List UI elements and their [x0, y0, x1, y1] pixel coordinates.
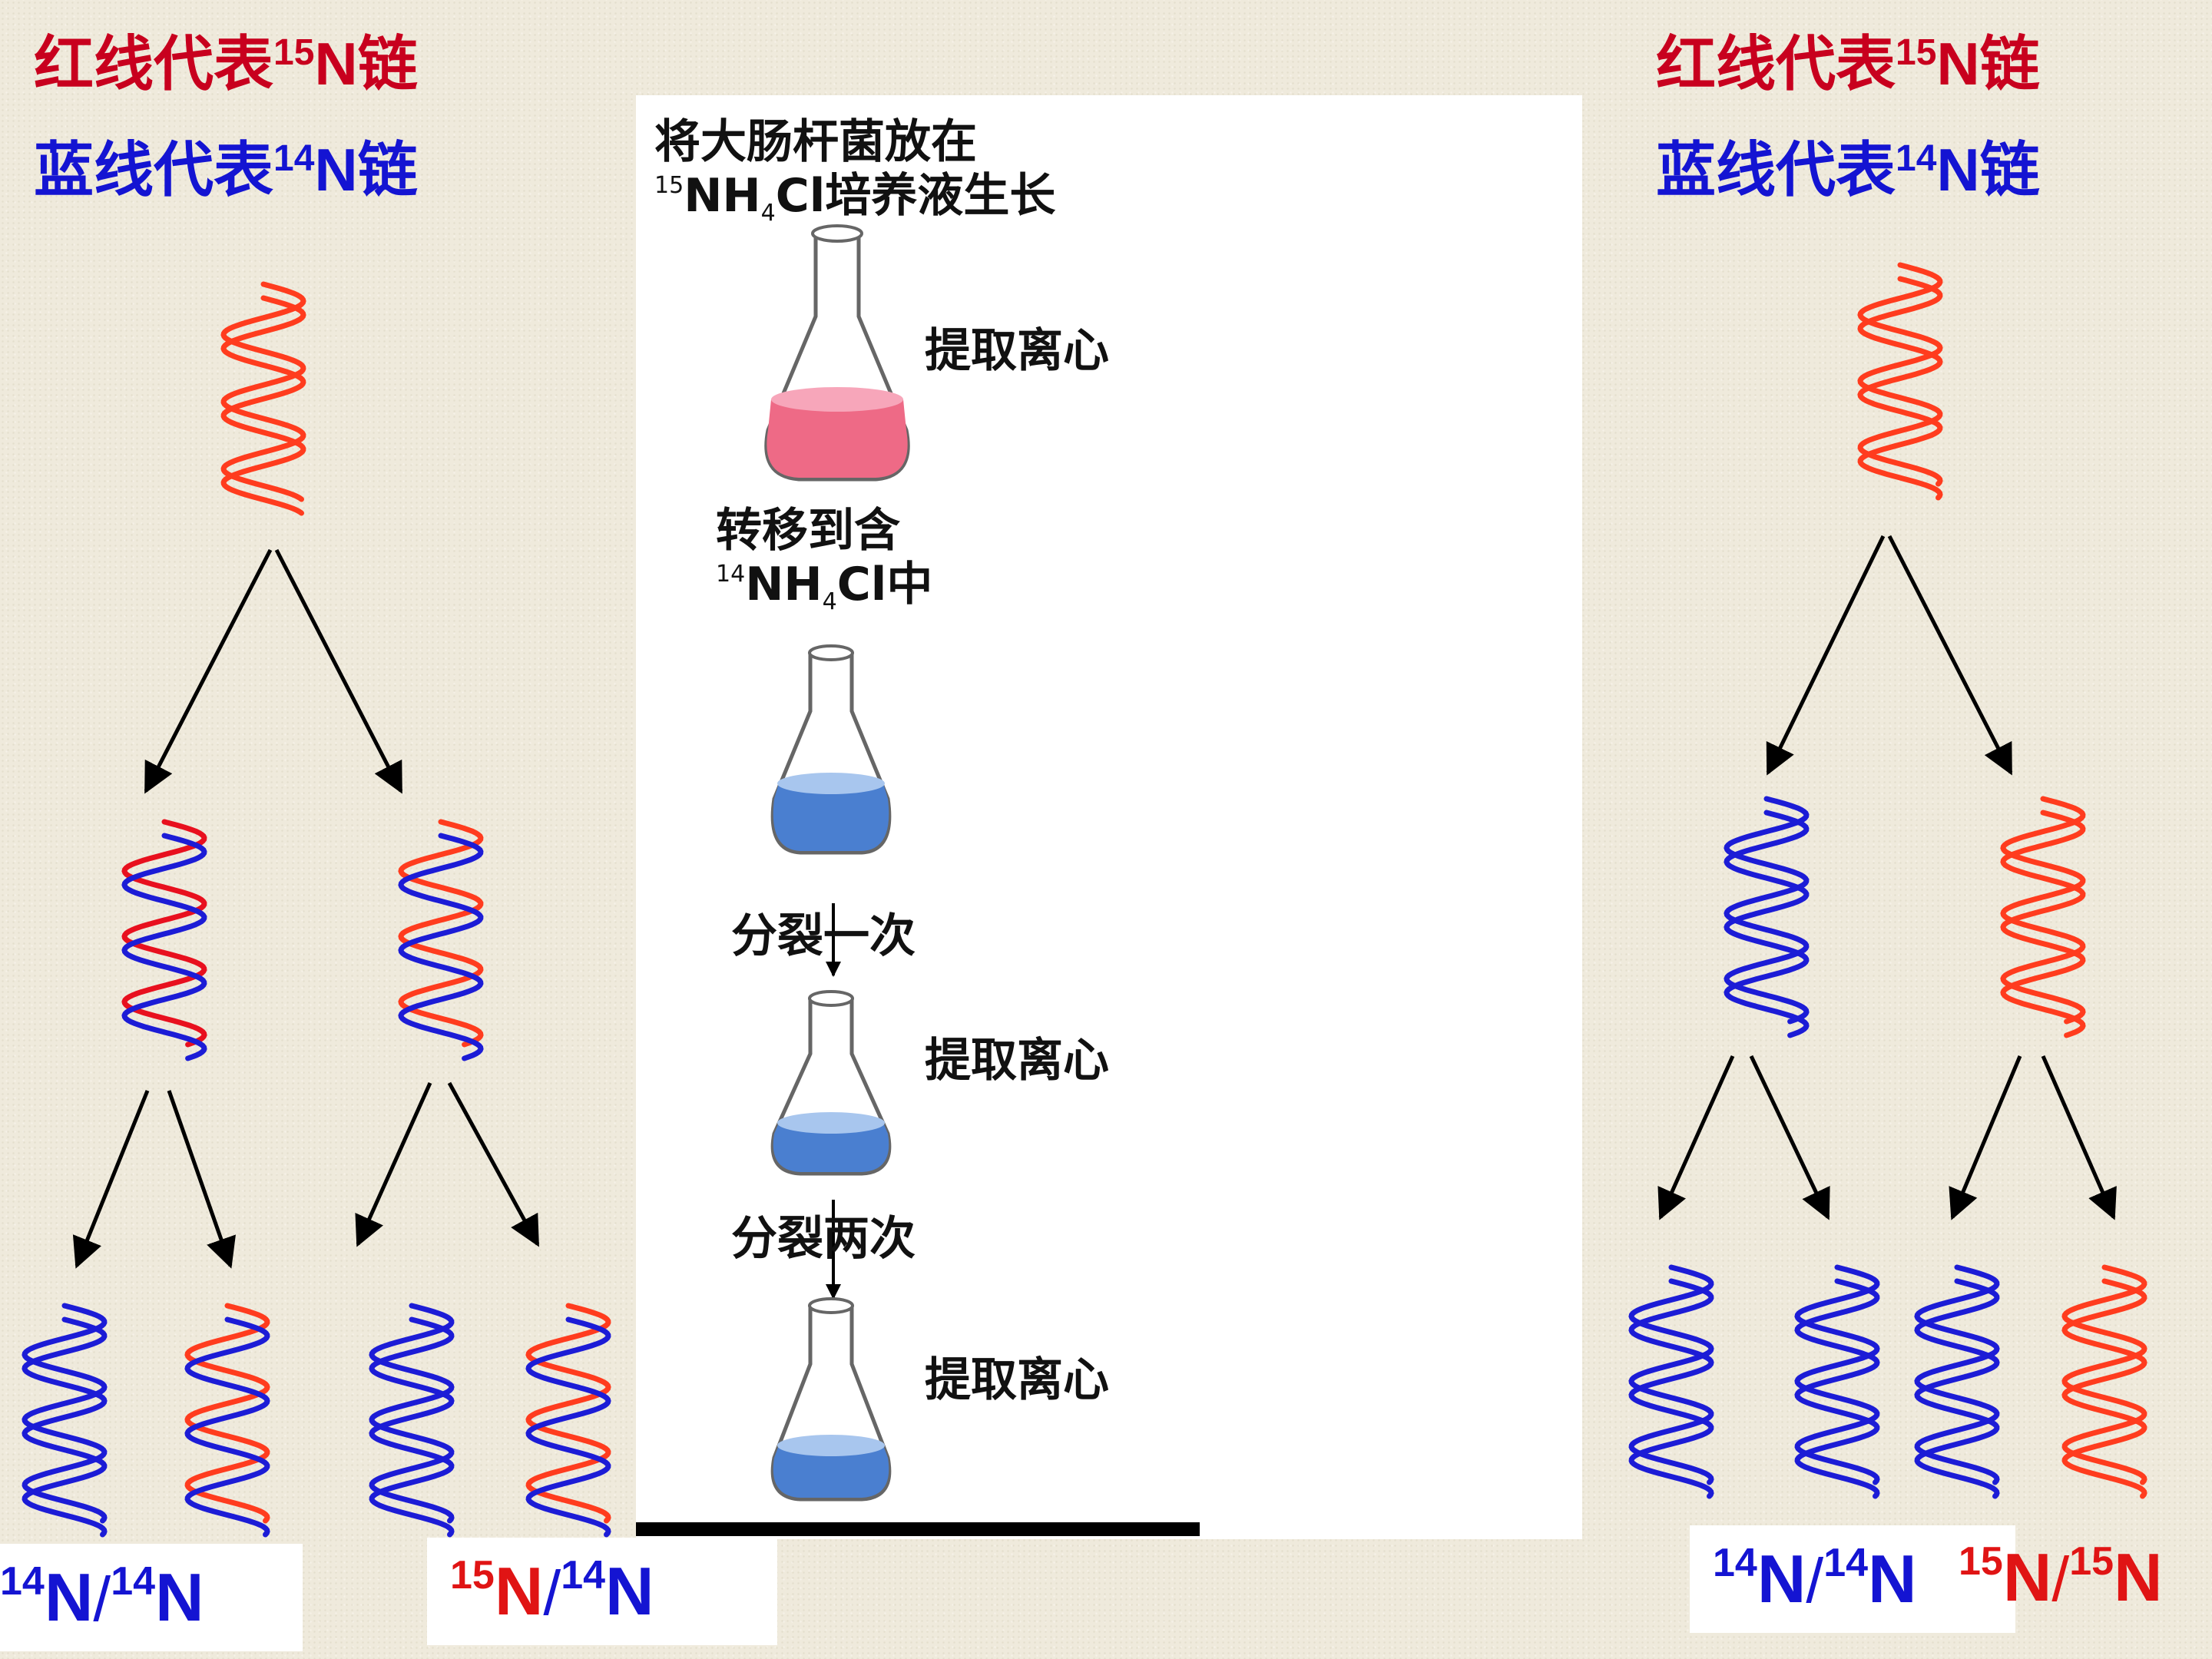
legend-right: 红线代表15N链 蓝线代表14N链 [1656, 11, 2040, 223]
procedure-panel [636, 95, 1198, 1539]
helix-14n-right-2 [1628, 1264, 1714, 1499]
strand-b [121, 833, 207, 1061]
strand-b [369, 1316, 455, 1538]
arrows-right-tree [1657, 535, 2117, 1220]
label-15n-14n-left: 15N/14N [427, 1538, 777, 1645]
strand-b [184, 1316, 270, 1538]
helix-parent-15n-left [220, 281, 306, 516]
panel-baseline [636, 1522, 1200, 1536]
dna-helices [22, 262, 2147, 1538]
helix-hybrid-left-1 [121, 819, 207, 1061]
legend-red-line: 红线代表15N链 [34, 29, 418, 99]
strand-b [220, 295, 306, 516]
helix-14n-right-4 [1914, 1264, 2000, 1499]
flask-14n [770, 644, 892, 855]
strand-a [525, 1303, 611, 1524]
legend-left: 红线代表15N链 蓝线代表14N链 [34, 11, 418, 223]
legend-blue-line: 蓝线代表14N链 [1656, 135, 2040, 205]
arrows-left-tree [72, 548, 540, 1269]
transfer-text: 转移到含 14NH4Cl中 [716, 504, 933, 615]
helix-15n-right-2 [2061, 1264, 2147, 1499]
helix-hybrid-left-2 [398, 819, 484, 1061]
strand-b [398, 833, 484, 1061]
strand-b [1794, 1278, 1880, 1499]
strand-b [2000, 810, 2086, 1038]
flask-15n [764, 224, 910, 482]
helix-15n-right-1 [2000, 796, 2086, 1038]
extract-label-1: 提取离心 [925, 324, 1109, 378]
extract-label-3: 提取离心 [925, 1353, 1109, 1407]
helix-14n-right-3 [1794, 1264, 1880, 1499]
label-14n-14n-left: 14N/14N [0, 1544, 303, 1651]
helix-14n-right-1 [1724, 796, 1810, 1038]
legend-red-line: 红线代表15N链 [1656, 29, 2040, 99]
strand-b [1724, 810, 1810, 1038]
flask-division-2 [770, 1297, 892, 1502]
extract-label-2: 提取离心 [925, 1034, 1109, 1088]
strand-a [184, 1303, 270, 1524]
helix-14n-left-1 [22, 1303, 108, 1538]
strand-b [525, 1316, 611, 1538]
strand-b [2061, 1278, 2147, 1499]
strand-a [220, 281, 306, 502]
strand-a [1914, 1264, 2000, 1485]
divide-once-label: 分裂一次 [731, 909, 916, 963]
strand-a [22, 1303, 108, 1524]
helix-hybrid-left-3 [184, 1303, 270, 1538]
strand-a [369, 1303, 455, 1524]
strand-b [1914, 1278, 2000, 1499]
strand-a [1794, 1264, 1880, 1485]
legend-blue-line: 蓝线代表14N链 [34, 135, 418, 205]
strand-b [1628, 1278, 1714, 1499]
label-14n-14n-right: 14N/14N [1690, 1525, 2015, 1633]
helix-parent-15n-right [1857, 262, 1943, 501]
strand-b [22, 1316, 108, 1538]
strand-a [1628, 1264, 1714, 1485]
procedure-panel-blank [1198, 95, 1582, 1539]
strand-b [1857, 276, 1943, 501]
strand-a [1857, 262, 1943, 487]
step1-text: 将大肠杆菌放在 15NH4Cl培养液生长 [654, 115, 1056, 227]
strand-a [2061, 1264, 2147, 1485]
flask-division-1 [770, 990, 892, 1176]
helix-hybrid-left-4 [525, 1303, 611, 1538]
divide-twice-label: 分裂两次 [731, 1212, 916, 1266]
label-15n-15n-right: 15N/15N [1959, 1539, 2163, 1615]
helix-14n-left-2 [369, 1303, 455, 1538]
